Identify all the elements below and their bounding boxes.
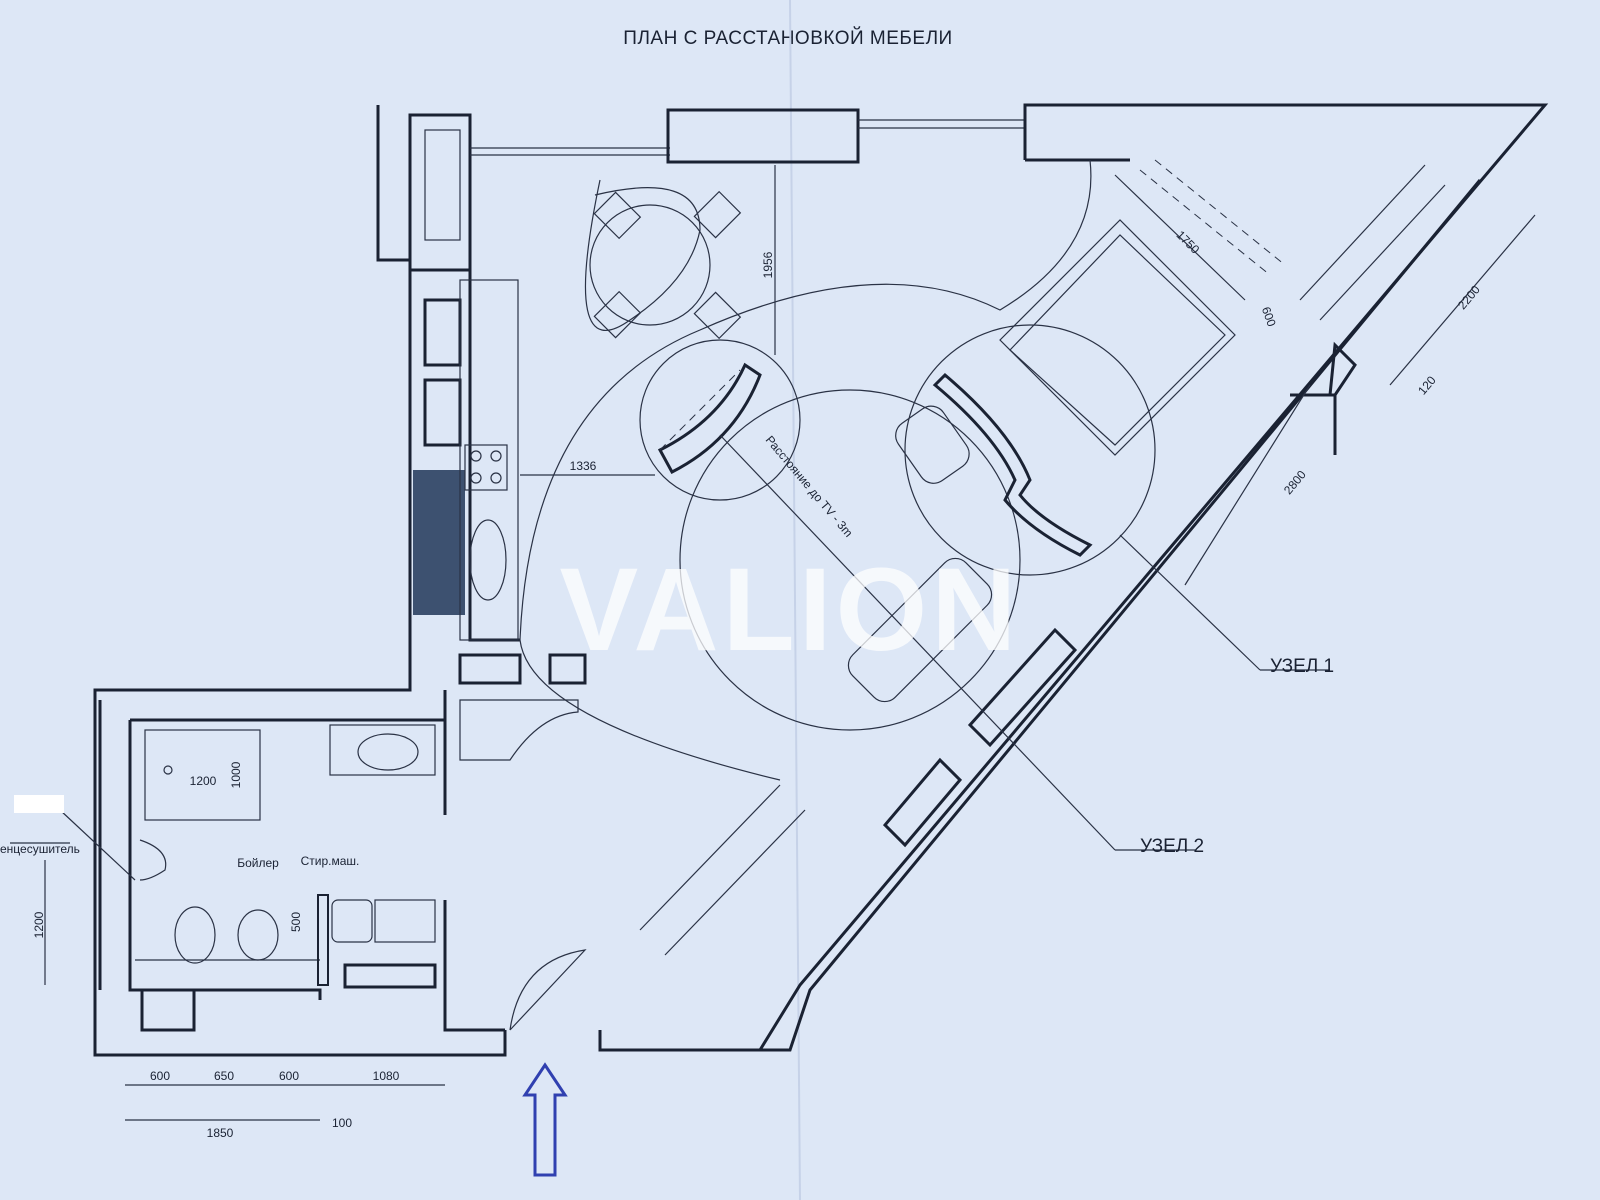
node-1-label: УЗЕЛ 1 [1270, 656, 1334, 677]
furniture [135, 159, 1446, 1031]
dimension-labels: 1956 1336 1750 600 2200 120 2800 Расстоя… [0, 228, 1483, 1140]
boiler-label: Бойлер [237, 856, 279, 870]
dim-bottom-650: 650 [214, 1069, 234, 1083]
walls [93, 103, 1549, 1057]
washer-label: Стир.маш. [301, 854, 360, 868]
dim-shower-height: 1000 [229, 761, 243, 788]
dim-bottom-100: 100 [332, 1116, 352, 1130]
dim-600-top: 600 [1259, 305, 1279, 329]
label-redaction [14, 795, 64, 813]
watermark: VALION [559, 544, 1020, 676]
dim-500: 500 [289, 912, 303, 932]
structural-column [413, 470, 465, 615]
plan-title: ПЛАН С РАССТАНОВКОЙ МЕБЕЛИ [623, 27, 952, 49]
dim-120: 120 [1415, 373, 1439, 398]
dim-1750: 1750 [1173, 228, 1202, 257]
dim-2200: 2200 [1455, 282, 1483, 312]
tv-distance-label: Расстояние до TV - 3m [763, 433, 856, 540]
boiler-wall [317, 894, 329, 986]
dimension-lines [10, 165, 1536, 1121]
dim-1336: 1336 [570, 459, 597, 473]
dim-bottom-600a: 600 [150, 1069, 170, 1083]
dim-left-1200: 1200 [32, 911, 46, 938]
towel-dryer-label: енцесушитель [0, 842, 80, 856]
dim-bottom-1850: 1850 [207, 1126, 234, 1140]
dim-bottom-600b: 600 [279, 1069, 299, 1083]
dim-2800: 2800 [1281, 467, 1309, 497]
dim-shower-width: 1200 [190, 774, 217, 788]
entrance-arrow-icon [522, 1062, 568, 1177]
dim-bottom-1080: 1080 [373, 1069, 400, 1083]
dim-1956: 1956 [761, 251, 775, 278]
paper-fold [789, 0, 801, 1200]
node-2-label: УЗЕЛ 2 [1140, 836, 1204, 857]
